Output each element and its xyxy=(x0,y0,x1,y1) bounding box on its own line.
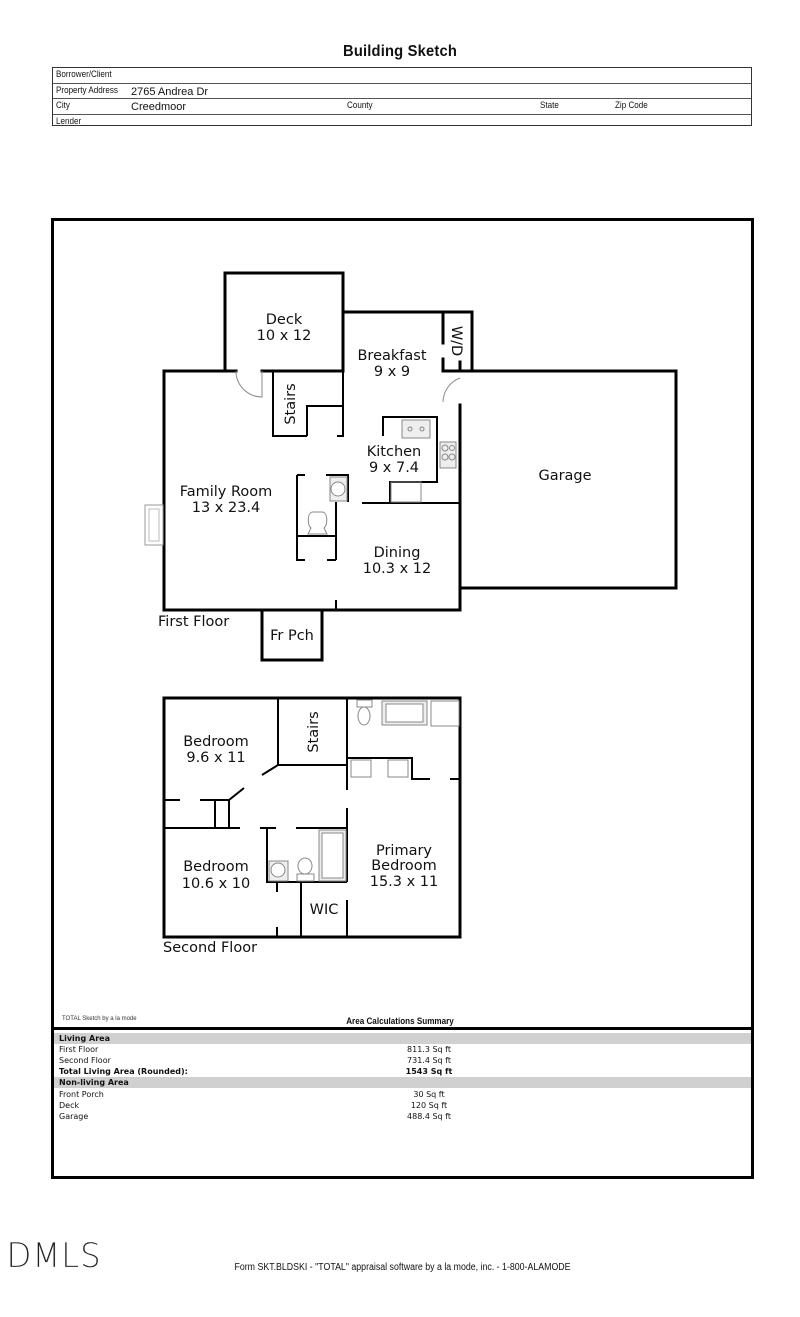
county-label: County xyxy=(347,100,373,111)
wic-label: WIC xyxy=(310,902,339,918)
summary-row-deck: Deck 120 Sq ft xyxy=(54,1100,751,1111)
lender-row: Lender xyxy=(53,115,751,130)
city-label: City xyxy=(56,100,70,111)
state-label: State xyxy=(540,100,559,111)
summary-row-first-floor: First Floor 811.3 Sq ft xyxy=(54,1044,751,1055)
row-value: 488.4 Sq ft xyxy=(407,1112,451,1121)
summary-row-total: Total Living Area (Rounded): 1543 Sq ft xyxy=(54,1066,751,1077)
nonliving-area-title: Non-living Area xyxy=(59,1078,129,1087)
address-label: Property Address xyxy=(56,84,118,96)
deck-dims: 10 x 12 xyxy=(257,328,312,344)
row-label: Garage xyxy=(59,1112,89,1121)
summary-row-garage: Garage 488.4 Sq ft xyxy=(54,1111,751,1122)
row-value: 120 Sq ft xyxy=(410,1101,448,1110)
lender-label: Lender xyxy=(56,115,82,127)
total-label: Total Living Area (Rounded): xyxy=(59,1067,188,1076)
sketch-frame xyxy=(51,218,754,1179)
family-room-dims: 13 x 23.4 xyxy=(192,500,261,516)
kitchen-dims: 9 x 7.4 xyxy=(369,460,419,476)
dmls-logo: DMLS xyxy=(6,1236,102,1276)
bedroom-1-dims: 9.6 x 11 xyxy=(186,750,245,766)
breakfast-dims: 9 x 9 xyxy=(374,364,410,380)
borrower-row: Borrower/Client xyxy=(53,68,751,84)
document-title: Building Sketch xyxy=(343,43,457,60)
stairs-2-label: Stairs xyxy=(306,711,322,752)
city-value: Creedmoor xyxy=(131,101,187,113)
garage-label: Garage xyxy=(538,468,591,484)
borrower-label: Borrower/Client xyxy=(56,69,112,80)
porch-label: Fr Pch xyxy=(270,628,314,644)
first-floor-label: First Floor xyxy=(158,614,229,630)
summary-divider xyxy=(54,1027,751,1030)
primary-bedroom-label-2: Bedroom xyxy=(371,858,437,874)
row-label: Deck xyxy=(59,1101,80,1110)
row-value: 30 Sq ft xyxy=(413,1090,445,1099)
address-value: 2765 Andrea Dr xyxy=(131,85,209,98)
summary-row-second-floor: Second Floor 731.4 Sq ft xyxy=(54,1055,751,1066)
bedroom-2-dims: 10.6 x 10 xyxy=(182,876,251,892)
property-info-table: Borrower/Client Property Address 2765 An… xyxy=(52,67,752,127)
breakfast-label: Breakfast xyxy=(357,348,426,364)
floor-plan: Deck 10 x 12 Breakfast 9 x 9 W/D Stairs … xyxy=(144,271,678,956)
primary-bedroom-dims: 15.3 x 11 xyxy=(370,874,439,890)
row-value: 731.4 Sq ft xyxy=(407,1056,451,1065)
primary-bedroom-label-1: Primary xyxy=(376,843,432,859)
bedroom-2-label: Bedroom xyxy=(183,859,249,875)
address-row: Property Address 2765 Andrea Dr xyxy=(53,84,751,99)
living-area-title: Living Area xyxy=(59,1034,110,1043)
city-row: City Creedmoor County State Zip Code xyxy=(53,99,751,115)
row-label: Front Porch xyxy=(59,1090,104,1099)
nonliving-area-header: Non-living Area xyxy=(54,1077,751,1088)
total-value: 1543 Sq ft xyxy=(405,1067,453,1076)
row-label: Second Floor xyxy=(59,1056,111,1065)
wd-label: W/D xyxy=(448,326,464,356)
dining-label: Dining xyxy=(374,545,421,561)
deck-label: Deck xyxy=(266,312,303,328)
kitchen-label: Kitchen xyxy=(367,444,422,460)
summary-row-front-porch: Front Porch 30 Sq ft xyxy=(54,1089,751,1100)
bedroom-1-label: Bedroom xyxy=(183,734,249,750)
form-footer: Form SKT.BLDSKI - "TOTAL" appraisal soft… xyxy=(234,1262,571,1273)
stairs-1-label: Stairs xyxy=(283,383,299,424)
dining-dims: 10.3 x 12 xyxy=(363,561,432,577)
sketch-credit: TOTAL Sketch by a la mode xyxy=(62,1016,137,1022)
row-label: First Floor xyxy=(59,1045,99,1054)
row-value: 811.3 Sq ft xyxy=(407,1045,451,1054)
second-floor-label: Second Floor xyxy=(163,940,257,956)
zip-label: Zip Code xyxy=(615,100,648,111)
living-area-header: Living Area xyxy=(54,1033,751,1044)
family-room-label: Family Room xyxy=(180,484,273,500)
summary-title: Area Calculations Summary xyxy=(346,1016,454,1026)
